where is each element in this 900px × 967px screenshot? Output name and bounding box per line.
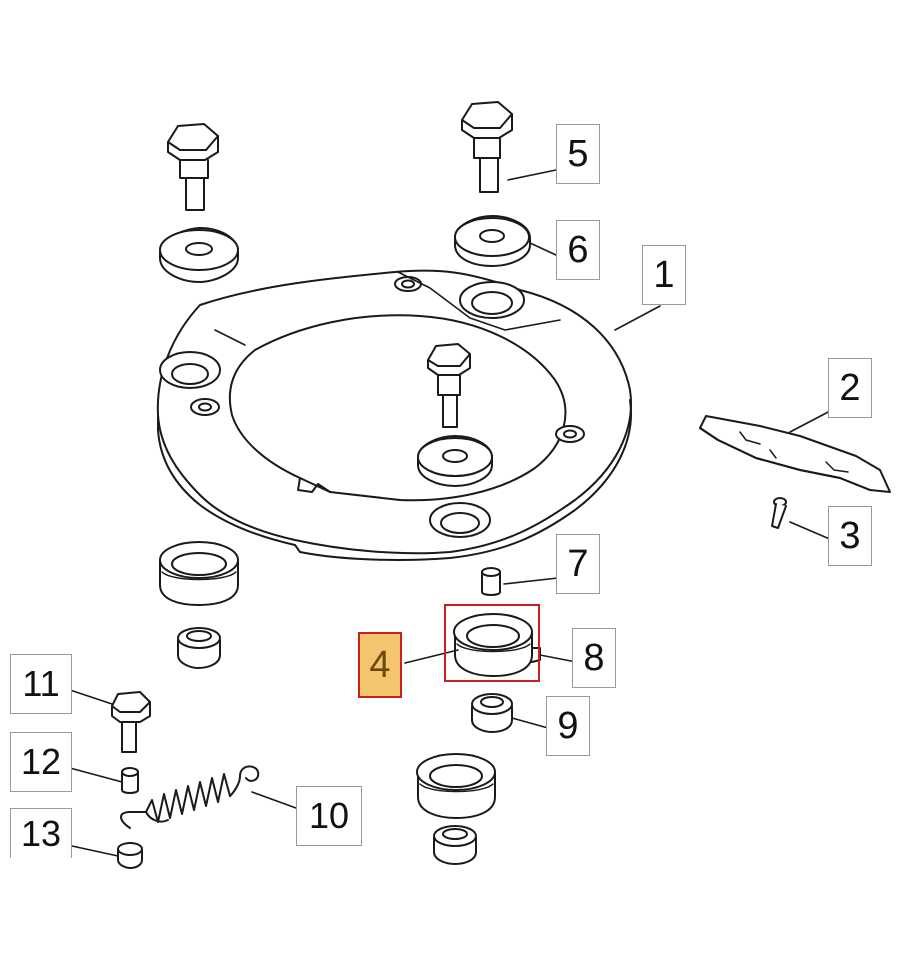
bushing-lower [416,753,496,819]
pin-part-7 [481,567,501,596]
cap-left [177,627,221,669]
washer-left [159,227,239,283]
callout-part-5[interactable]: 5 [556,124,600,184]
callout-part-3[interactable]: 3 [828,506,872,566]
cap-part-9 [471,693,513,733]
bolt-top-left [167,123,219,211]
bushing-part-4 [453,613,541,677]
washer-center [417,435,493,487]
bushing-left [159,541,239,606]
callout-part-2[interactable]: 2 [828,358,872,418]
ring-plate [156,269,632,561]
leader-lines [69,169,833,857]
bolt-part-11 [111,691,151,753]
callout-part-9[interactable]: 9 [546,696,590,756]
callout-part-11[interactable]: 11 [10,654,72,714]
screw-part-3 [771,497,787,529]
spring-part-10 [120,765,260,829]
callout-part-7[interactable]: 7 [556,534,600,594]
cap-part-13 [117,842,143,869]
callout-part-4-selected[interactable]: 4 [358,632,402,698]
callout-part-12[interactable]: 12 [10,732,72,792]
callout-part-6[interactable]: 6 [556,220,600,280]
callout-part-1[interactable]: 1 [642,245,686,305]
bolt-top-right [461,101,513,193]
washer-right [454,215,531,267]
cap-lower [433,825,477,865]
pin-part-12 [121,767,139,794]
part-4-selection-frame [444,604,540,682]
callout-part-10[interactable]: 10 [296,786,362,846]
bolt-center [427,343,471,428]
blade-part-2 [699,415,891,493]
callout-part-8[interactable]: 8 [572,628,616,688]
callout-part-13[interactable]: 13 [10,808,72,858]
